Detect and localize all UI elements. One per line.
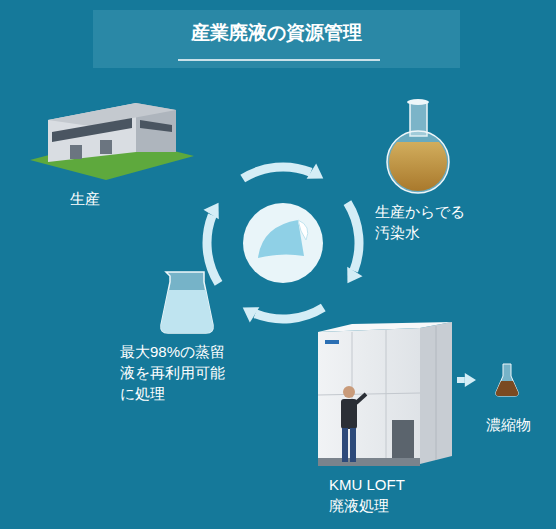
logo-sheet <box>258 220 304 258</box>
title-underline <box>178 59 380 61</box>
illustrated-node: 生産からでる 汚染水 <box>365 98 479 247</box>
title-band <box>93 10 460 68</box>
operator-head <box>343 386 355 398</box>
beaker-illustration <box>161 272 213 333</box>
flask-glass <box>387 131 449 193</box>
cycle-arc <box>207 215 219 283</box>
cycle-arc <box>243 167 311 179</box>
operator-arm <box>356 394 366 403</box>
arrow-head <box>307 163 324 178</box>
flow-arrow <box>457 373 476 387</box>
operator-leg <box>350 428 356 462</box>
machine-illustration <box>318 322 452 466</box>
illustrated-node: 濃縮物 <box>478 358 544 439</box>
flask-illustration <box>387 99 449 193</box>
factory-door <box>100 140 112 154</box>
factory-door <box>70 145 82 159</box>
illustrated-node: 生産 <box>30 90 190 215</box>
cycle-arc <box>347 203 359 271</box>
illustrated-node: KMU LOFT 廃液処理 <box>315 320 455 520</box>
logo-disc <box>243 203 323 283</box>
center-logo <box>243 203 323 283</box>
arrow-head <box>203 203 218 220</box>
output-arrow-shaft <box>457 377 465 383</box>
arrow-head <box>347 267 362 284</box>
node-label: 最大98%の蒸留 液を再利用可能 に処理 <box>120 341 240 404</box>
flask-liquid <box>389 142 447 191</box>
panel-seam <box>318 393 420 395</box>
flow-arrow <box>203 203 218 284</box>
factory-windows <box>52 118 132 142</box>
node-label: KMU LOFT 廃液処理 <box>329 474 424 516</box>
node-label: 濃縮物 <box>486 414 540 435</box>
machine-front <box>318 328 420 466</box>
panel-seam <box>436 326 437 460</box>
arrow-head <box>465 373 476 387</box>
cycle-arc <box>255 307 323 319</box>
node-label: 生産 <box>70 188 160 209</box>
factory-windows <box>140 120 172 132</box>
flow-arrow <box>243 307 324 322</box>
machine-top <box>318 322 452 332</box>
flow-arrow <box>347 203 362 284</box>
flask-rim <box>407 99 429 105</box>
diagram-title: 産業廃液の資源管理 <box>93 21 460 46</box>
illustrated-node: 最大98%の蒸留 液を再利用可能 に処理 <box>118 265 268 410</box>
operator-leg <box>342 428 348 462</box>
machine-piping <box>392 420 414 460</box>
node-label: 生産からでる 汚染水 <box>375 201 475 243</box>
arrow-head <box>243 307 260 322</box>
small-flask-liquid <box>496 381 518 396</box>
panel-seam <box>386 330 387 465</box>
beaker-liquid <box>161 290 213 333</box>
concentrate-illustration <box>496 364 518 396</box>
logo-curl <box>298 220 308 240</box>
beaker-glass <box>161 272 213 333</box>
operator-body <box>341 399 357 429</box>
machine-side <box>420 322 452 464</box>
title-band-fill <box>93 10 460 68</box>
flow-arrow <box>243 163 324 178</box>
small-flask-glass <box>496 364 518 396</box>
machine-logo <box>325 340 339 344</box>
machine-base <box>318 458 420 466</box>
factory-illustration <box>30 103 194 180</box>
